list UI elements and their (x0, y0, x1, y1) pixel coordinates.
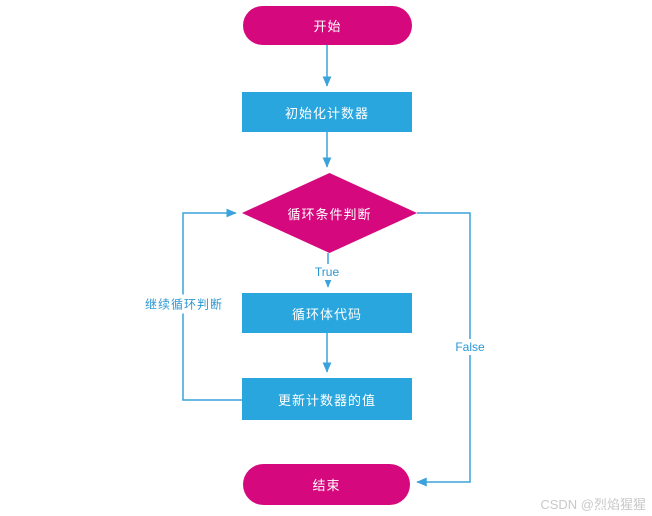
edge-label-false: False (452, 339, 488, 355)
edge-label-true: True (311, 264, 343, 280)
node-loop-body: 循环体代码 (242, 293, 412, 333)
watermark-text: CSDN @烈焰猩猩 (540, 497, 646, 512)
node-update-counter: 更新计数器的值 (242, 378, 412, 420)
node-init-counter: 初始化计数器 (242, 92, 412, 132)
node-start: 开始 (243, 6, 412, 45)
edge-label-loop-back: 继续循环判断 (141, 294, 227, 314)
node-end: 结束 (243, 464, 410, 505)
